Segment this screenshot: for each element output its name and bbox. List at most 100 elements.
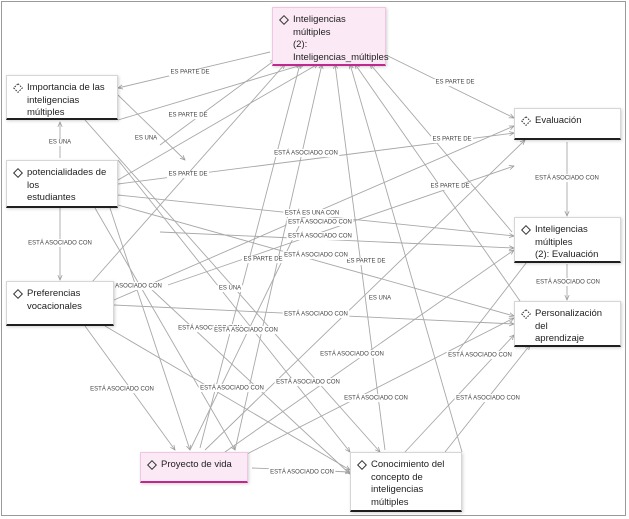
edge-label: ESTÁ ASOCIADO CON	[288, 233, 352, 240]
edge-line[interactable]	[104, 325, 350, 470]
diamond-icon	[357, 460, 367, 470]
edge-label: ES PARTE DE	[168, 172, 207, 178]
edge-label-background	[430, 136, 474, 144]
edge-label-background	[446, 351, 514, 360]
edge-label: ES UNA	[369, 296, 391, 302]
edge-label: ESTÁ ASOCIADO CON	[178, 325, 242, 332]
edge-label-background	[534, 278, 602, 287]
edge-label-background	[47, 139, 73, 147]
dashed-diamond-icon	[13, 83, 23, 93]
node-label: Inteligencias múltiples (2): Evaluación	[535, 224, 599, 260]
edge-label: ESTÁ ASOCIADO CON	[448, 352, 512, 359]
edge-label-background	[212, 326, 280, 335]
edge-label-background	[88, 385, 156, 394]
node-conocimiento[interactable]: Conocimiento del concepto de inteligenci…	[350, 452, 462, 512]
edge-label-background	[286, 232, 354, 241]
edge-label-background	[533, 174, 601, 183]
edge-label-background	[176, 324, 244, 333]
edge-line[interactable]	[204, 140, 525, 451]
edge-line[interactable]	[335, 64, 386, 451]
edge-line[interactable]	[244, 318, 514, 456]
node-label: Preferencias vocacionales	[27, 288, 82, 312]
edge-line[interactable]	[117, 94, 185, 160]
edge-label-background	[217, 285, 243, 293]
edge-label: ES PARTE DE	[435, 80, 474, 86]
edge-label-background	[286, 218, 354, 227]
edge-label: ESTÁ ASOCIADO CON	[320, 351, 384, 358]
edge-label: ES PARTE DE	[430, 184, 469, 190]
edge-label: ES UNA	[219, 286, 241, 292]
edge-label-background	[454, 394, 522, 403]
edge-line[interactable]	[350, 64, 463, 453]
edge-label-background	[282, 251, 350, 260]
node-potencialidades[interactable]: potencialidades de los estudiantes	[6, 160, 118, 208]
edge-label-background	[342, 394, 410, 403]
edge-label: ES PARTE DE	[432, 137, 471, 143]
edge-label-background	[168, 69, 212, 77]
edge-line[interactable]	[109, 207, 190, 450]
node-label: Importancia de las inteligencias múltipl…	[27, 82, 105, 118]
edge-line[interactable]	[159, 60, 275, 146]
edge-label-background	[96, 282, 164, 291]
edge-line[interactable]	[117, 64, 318, 181]
diamond-icon	[521, 225, 531, 235]
edge-label: ESTÁ ASOCIADO CON	[344, 395, 408, 402]
edge-label: ES PARTE DE	[168, 113, 207, 119]
node-label: Inteligencias múltiples (2): Inteligenci…	[293, 14, 389, 63]
edge-line[interactable]	[199, 64, 300, 449]
dashed-diamond-icon	[521, 309, 531, 319]
node-personalizacion[interactable]: Personalización del aprendizaje	[514, 301, 621, 347]
edge-label: ESTÁ ASOCIADO CON	[284, 311, 348, 318]
edge-label: ES PARTE DE	[243, 257, 282, 263]
edge-label: ESTÁ ASOCIADO CON	[28, 240, 92, 247]
edge-label: ESTÁ ES UNA CON	[285, 210, 339, 217]
edge-label-background	[166, 112, 210, 120]
edge-label: ESTÁ ASOCIADO CON	[274, 150, 338, 157]
edge-line[interactable]	[387, 55, 514, 118]
edge-label-background	[318, 350, 386, 359]
edge-line[interactable]	[454, 258, 530, 356]
edge-label: ESTÁ ASOCIADO CON	[536, 279, 600, 286]
edge-label: ESTÁ ASOCIADO CON	[284, 252, 348, 259]
edge-line[interactable]	[149, 287, 350, 474]
edge-label: ESTÁ ASOCIADO CON	[535, 175, 599, 182]
diamond-icon	[147, 460, 157, 470]
edge-label: ESTÁ ASOCIADO CON	[98, 283, 162, 290]
edge-label: ESTÁ ASOCIADO CON	[90, 386, 154, 393]
edge-label-background	[268, 468, 336, 477]
edge-line[interactable]	[117, 204, 514, 316]
edge-label-background	[198, 384, 266, 393]
edge-label-background	[241, 256, 285, 264]
edge-line[interactable]	[94, 207, 235, 450]
edge-label: ESTÁ ASOCIADO CON	[288, 219, 352, 226]
edge-label: ES PARTE DE	[346, 259, 385, 265]
edge-label-background	[428, 183, 472, 191]
edge-label-background	[133, 135, 159, 143]
node-importancia[interactable]: Importancia de las inteligencias múltipl…	[6, 75, 118, 120]
node-label: Evaluación	[535, 115, 582, 126]
node-label: Personalización del aprendizaje	[535, 308, 603, 344]
edge-line[interactable]	[370, 64, 513, 233]
node-preferencias[interactable]: Preferencias vocacionales	[6, 281, 114, 326]
dashed-diamond-icon	[521, 116, 531, 126]
node-inteligencias-multiples[interactable]: Inteligencias múltiples (2): Inteligenci…	[272, 7, 389, 66]
node-inteligencias-evaluacion[interactable]: Inteligencias múltiples (2): Evaluación	[514, 217, 621, 263]
edge-label-background	[166, 171, 210, 179]
edge-label: ESTÁ ASOCIADO CON	[200, 385, 264, 392]
edge-line[interactable]	[117, 64, 305, 121]
edge-label-background	[26, 239, 94, 248]
edge-line[interactable]	[117, 159, 350, 452]
edge-label-background	[274, 378, 342, 387]
edge-label: ESTÁ ASOCIADO CON	[276, 379, 340, 386]
node-label: Proyecto de vida	[161, 459, 232, 470]
edge-line[interactable]	[355, 64, 521, 302]
node-proyecto-de-vida[interactable]: Proyecto de vida	[140, 452, 248, 483]
node-evaluacion[interactable]: Evaluación	[514, 108, 621, 140]
edge-label: ES UNA	[49, 140, 71, 146]
edge-label-background	[433, 79, 477, 87]
edge-label: ESTÁ ASOCIADO CON	[270, 469, 334, 476]
edge-label: ES PARTE DE	[170, 70, 209, 76]
edge-label-background	[282, 310, 350, 319]
diamond-icon	[279, 15, 289, 25]
node-label: Conocimiento del concepto de inteligenci…	[371, 459, 445, 508]
